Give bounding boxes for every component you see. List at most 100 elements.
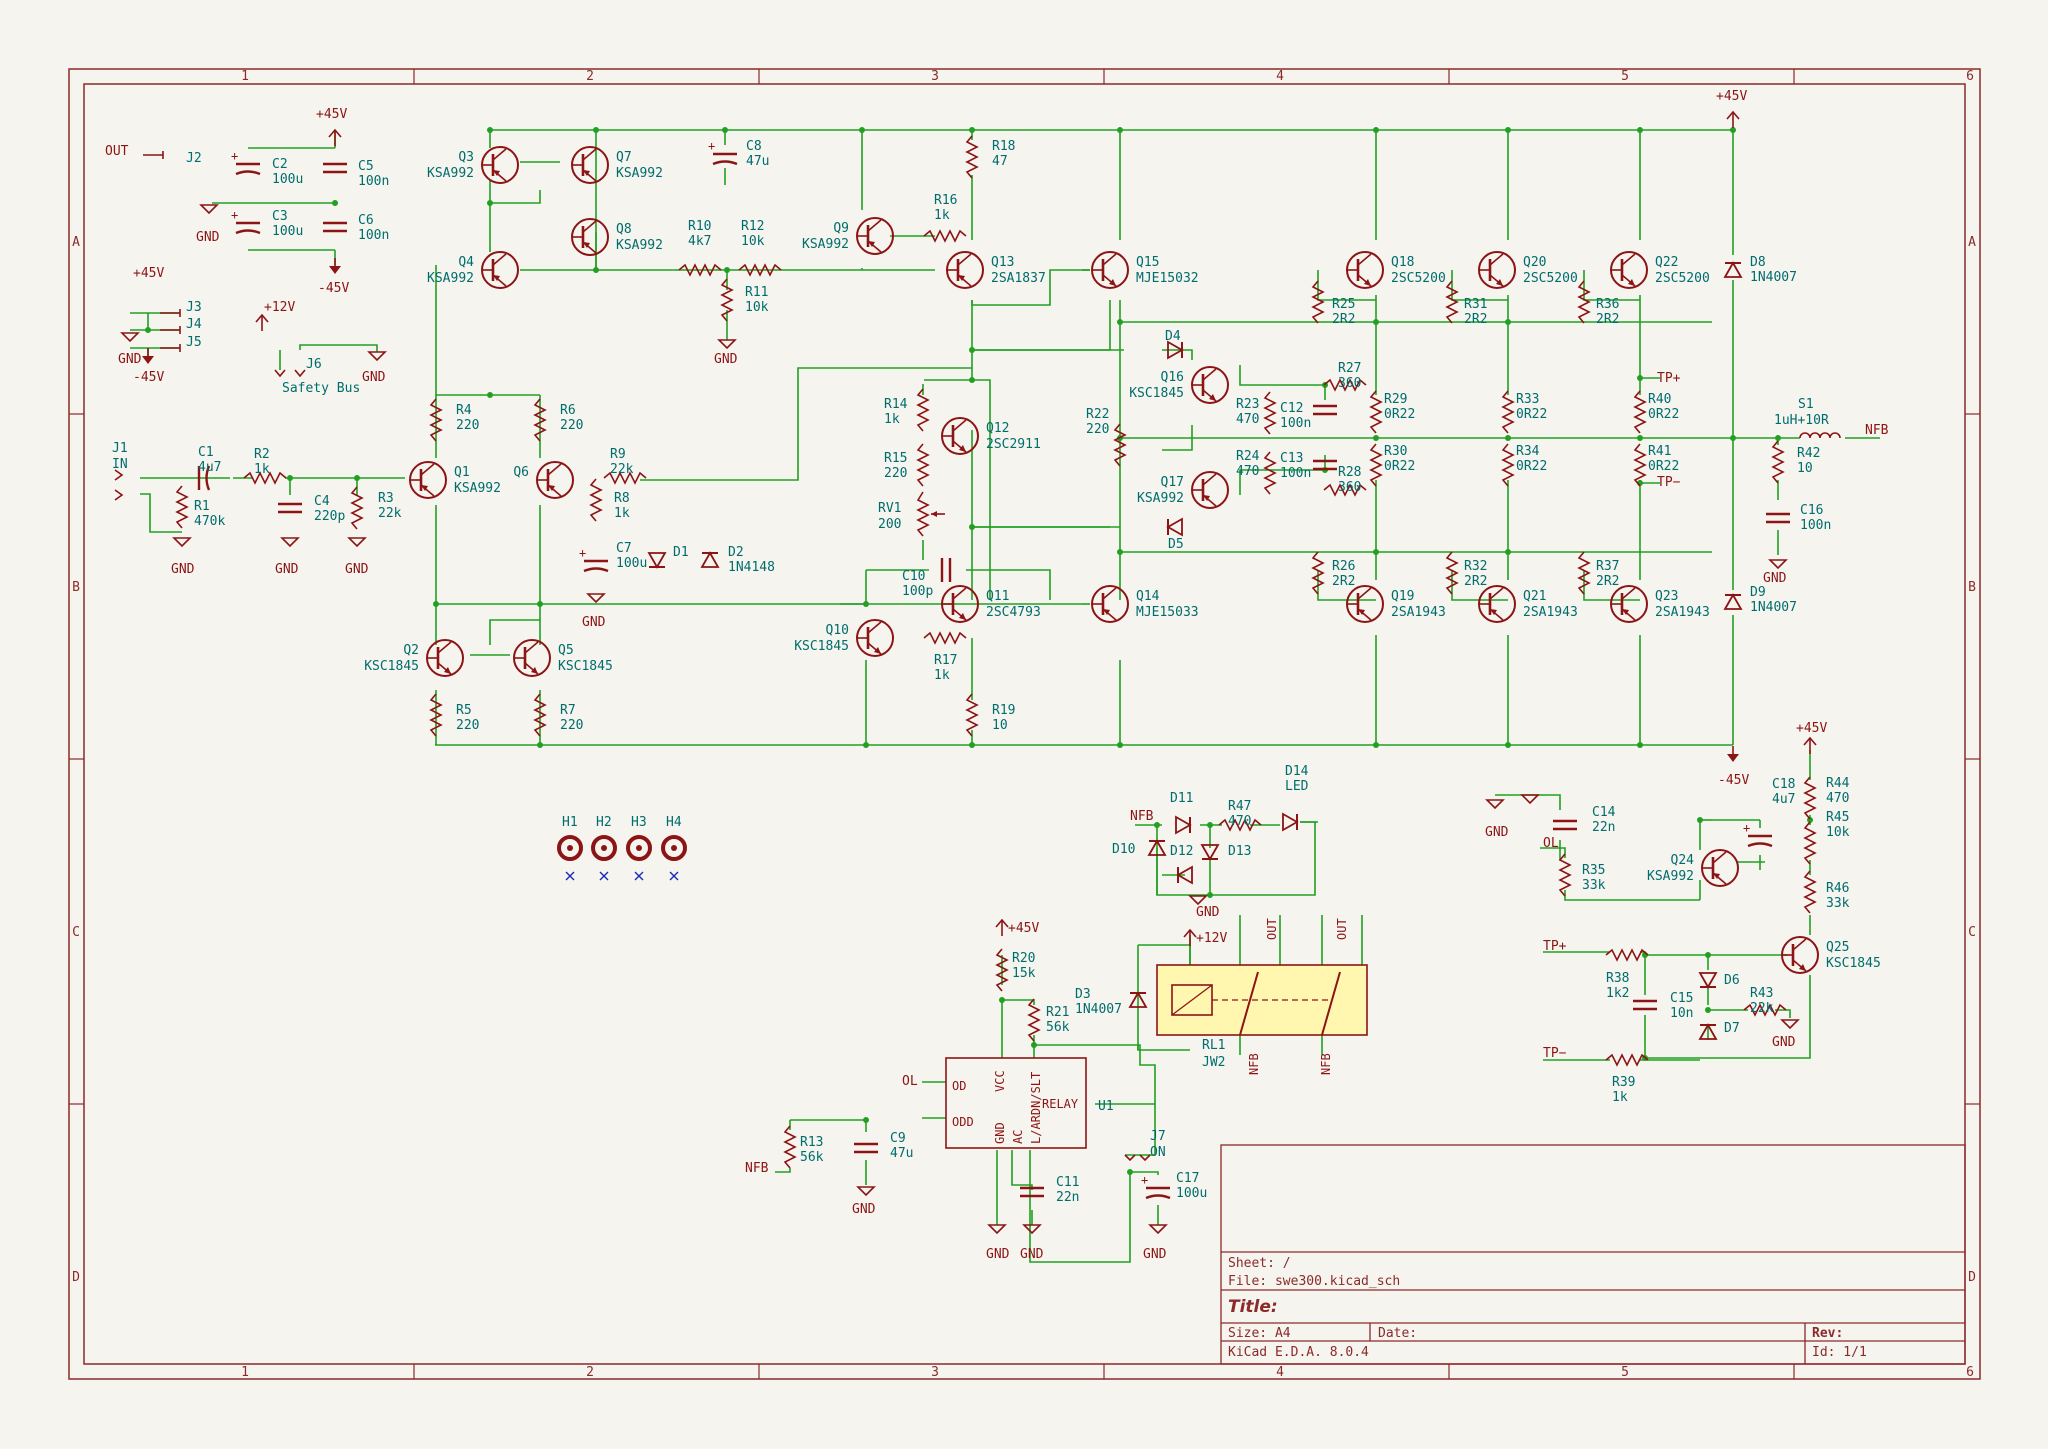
value-c8: 47u — [746, 154, 769, 169]
resistor-r34 — [1501, 443, 1515, 487]
sheet-frame — [68, 68, 1981, 1380]
ref-r29: R29 — [1384, 392, 1407, 407]
diode-d7 — [1698, 1023, 1718, 1040]
ref-r21: R21 — [1046, 1005, 1069, 1020]
col-label: 6 — [1966, 1365, 1974, 1380]
col-label: 4 — [1276, 69, 1284, 84]
u1-pin-od: OD — [952, 1079, 966, 1093]
value-r14: 1k — [884, 412, 900, 427]
net-tpp: TP+ — [1543, 939, 1567, 954]
value-q23: 2SA1943 — [1655, 605, 1710, 620]
value-r47: 470 — [1228, 814, 1251, 829]
transistor-q10 — [856, 619, 894, 657]
ref-q15: Q15 — [1136, 255, 1159, 270]
component-symbols: ++++++ — [114, 110, 1841, 1235]
transistor-q8 — [571, 218, 609, 256]
transistor-q6 — [536, 461, 574, 499]
ref-r39: R39 — [1612, 1075, 1635, 1090]
ref-r16: R16 — [934, 193, 957, 208]
value-r17: 1k — [934, 668, 950, 683]
ref-r1: R1 — [194, 499, 210, 514]
gnd-symbol — [987, 1224, 1007, 1235]
frame-ticks — [69, 69, 1980, 1379]
ref-r7: R7 — [560, 703, 576, 718]
resistor-r23 — [1263, 391, 1277, 435]
ref-c1: C1 — [198, 445, 214, 460]
ref-r19: R19 — [992, 703, 1015, 718]
tb-tool: KiCad E.D.A. 8.0.4 — [1228, 1345, 1369, 1360]
resistor-r16 — [923, 229, 967, 243]
resistor-r21 — [1027, 998, 1041, 1042]
ref-j7: J7 — [1150, 1129, 1166, 1144]
net-p45: +45V — [133, 266, 164, 281]
ref-q16: Q16 — [1161, 370, 1184, 385]
value-q4: KSA992 — [427, 271, 474, 286]
resistor-r25 — [1311, 280, 1325, 324]
value-r10: 4k7 — [688, 234, 711, 249]
ref-r9: R9 — [610, 447, 626, 462]
row-label: B — [72, 580, 80, 595]
ref-q10: Q10 — [826, 623, 849, 638]
net-p45: +45V — [1796, 721, 1827, 736]
value-c5: 100n — [358, 174, 389, 189]
net-gnd: GND — [1485, 825, 1509, 840]
capacitor-c6 — [323, 221, 347, 233]
value-c16: 100n — [1800, 518, 1831, 533]
relay-value: JW2 — [1202, 1055, 1225, 1070]
capacitor-c18: + — [1743, 821, 1773, 848]
in-label: IN — [112, 457, 128, 472]
value-r44: 470 — [1826, 791, 1849, 806]
power-up-symbol — [328, 128, 342, 146]
ref-d14: D14 — [1285, 764, 1309, 779]
svg-text:+: + — [708, 139, 715, 153]
net-gnd: GND — [1763, 571, 1787, 586]
resistor-r41 — [1633, 443, 1647, 487]
net-gnd: GND — [345, 562, 369, 577]
hole-label: H2 — [596, 815, 612, 830]
ref-r40: R40 — [1648, 392, 1671, 407]
resistor-r3 — [350, 486, 364, 530]
ref-d11: D11 — [1170, 791, 1193, 806]
ref-j6: J6 — [306, 357, 322, 372]
diode-d1 — [647, 552, 667, 569]
net-gnd: GND — [986, 1247, 1010, 1262]
value-r25: 2R2 — [1332, 312, 1355, 327]
ref-r22: R22 — [1086, 407, 1109, 422]
value-r36: 2R2 — [1596, 312, 1619, 327]
value-c18: 4u7 — [1772, 792, 1795, 807]
relay-rl1: RL1 JW2 NFB NFB OUT OUT — [1156, 918, 1368, 1075]
ref-j1: J1 — [112, 441, 128, 456]
diode-d5 — [1166, 517, 1183, 537]
resistor-r45 — [1803, 821, 1817, 865]
gnd-symbol — [1148, 1224, 1168, 1235]
net-tpm: TP− — [1657, 475, 1681, 490]
hole-label: H1 — [562, 815, 578, 830]
value-q18: 2SC5200 — [1391, 271, 1446, 286]
gnd-symbol — [1022, 1224, 1042, 1235]
value-q10: KSC1845 — [794, 639, 849, 654]
ref-q18: Q18 — [1391, 255, 1414, 270]
resistor-r30 — [1369, 443, 1383, 487]
power-down-symbol — [142, 348, 154, 364]
ref-c18: C18 — [1772, 777, 1795, 792]
ref-j4: J4 — [186, 317, 202, 332]
diode-d3 — [1128, 991, 1148, 1008]
resistor-r2 — [243, 471, 287, 485]
gnd-symbol — [1780, 1019, 1800, 1030]
svg-text:+: + — [579, 546, 586, 560]
col-label: 1 — [241, 69, 249, 84]
ref-r13: R13 — [800, 1135, 823, 1150]
ref-c12: C12 — [1280, 401, 1303, 416]
gnd-symbol — [717, 339, 737, 350]
ref-d9: D9 — [1750, 585, 1766, 600]
capacitor-c2: + — [231, 149, 261, 176]
value-r9: 22k — [610, 462, 634, 477]
value-r16: 1k — [934, 208, 950, 223]
transistor-q24 — [1701, 849, 1739, 887]
resistor-r5 — [429, 693, 443, 737]
ref-d3: D3 — [1075, 987, 1091, 1002]
transistor-q11 — [941, 585, 979, 623]
hole-label: H3 — [631, 815, 647, 830]
ref-r45: R45 — [1826, 810, 1849, 825]
net-tpp: TP+ — [1657, 371, 1681, 386]
